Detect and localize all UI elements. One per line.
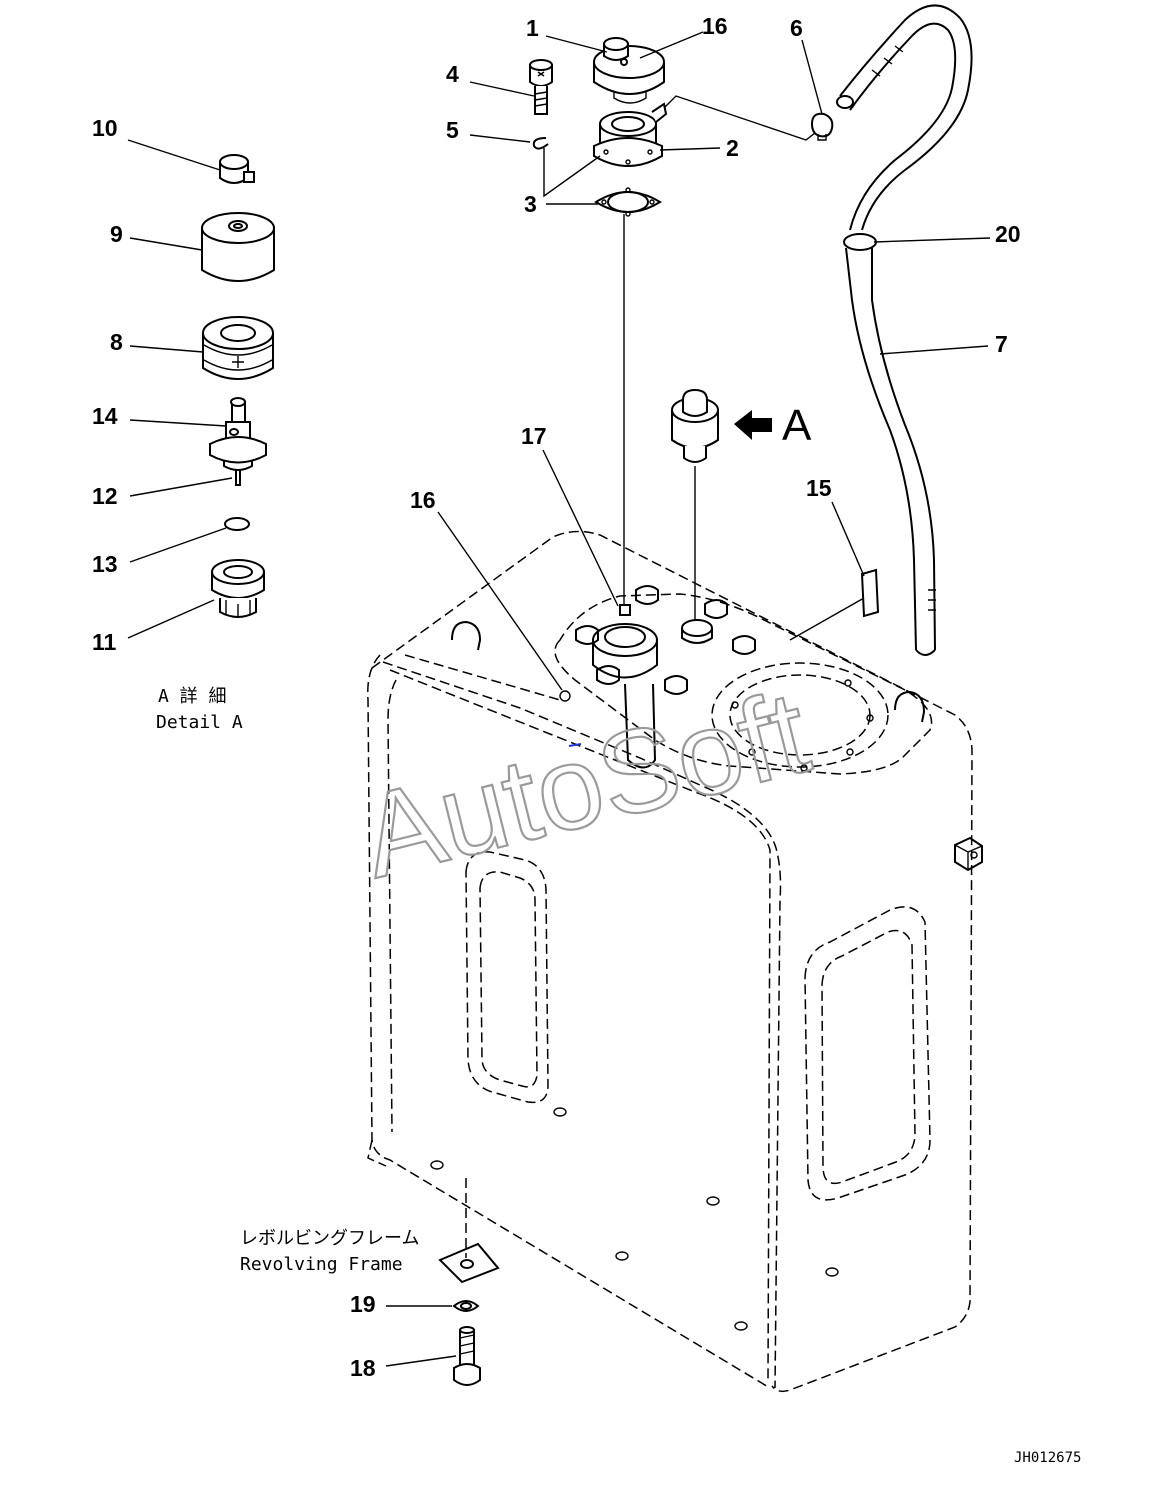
assembly-bracket-6: [663, 95, 825, 141]
part-1-filler-cap: [593, 37, 665, 104]
callout-20: 20: [995, 221, 1021, 247]
callout-14: 14: [92, 403, 118, 429]
part-detail-a-assembly: [671, 388, 719, 620]
part-13-oring: [224, 517, 250, 531]
callout-1: 1: [526, 15, 539, 41]
callout-19: 19: [350, 1291, 376, 1317]
callout-4: 4: [446, 61, 459, 87]
frame-caption-en: Revolving Frame: [240, 1254, 403, 1275]
hydraulic-tank: [367, 530, 983, 1393]
part-18-bolt: [453, 1326, 481, 1386]
detail-caption-jp: A 詳 細: [158, 686, 227, 707]
part-14-valve: [209, 397, 267, 486]
callout-6: 6: [790, 15, 803, 41]
callout-17: 17: [521, 423, 547, 449]
part-7-breather-hose: [836, 4, 973, 656]
callout-13: 13: [92, 551, 118, 577]
callout-8: 8: [110, 329, 123, 355]
frame-caption-jp: レボルビングフレーム: [240, 1228, 419, 1249]
callout-16-tank: 16: [410, 487, 436, 513]
callout-12: 12: [92, 483, 118, 509]
callout-10: 10: [92, 115, 118, 141]
part-10-cap: [219, 154, 255, 184]
part-5-washer: [532, 137, 549, 150]
part-4-bolt: [529, 59, 553, 115]
part-3-gasket: [594, 187, 662, 217]
callout-2: 2: [726, 135, 739, 161]
part-9-element: [201, 212, 275, 282]
revolving-frame-pad: [438, 1178, 500, 1284]
part-19-washer: [452, 1300, 480, 1312]
part-6-clamp: [810, 112, 834, 141]
drawing-code: JH012675: [1014, 1450, 1081, 1466]
callout-7: 7: [995, 331, 1008, 357]
view-marker-label: A: [782, 401, 812, 450]
view-arrow-icon: [734, 410, 772, 440]
callout-18: 18: [350, 1355, 376, 1381]
callout-11: 11: [92, 629, 117, 655]
callout-16-cap: 16: [702, 13, 728, 39]
callout-15: 15: [806, 475, 832, 501]
assembly-bracket-5: [543, 148, 601, 198]
part-8-filter: [202, 316, 274, 380]
callout-5: 5: [446, 117, 459, 143]
watermark: AutoSoft: [349, 666, 820, 904]
callout-3: 3: [524, 191, 537, 217]
part-11-fitting: [211, 559, 265, 618]
part-15-label-plate: [789, 568, 880, 641]
detail-caption-en: Detail A: [156, 712, 243, 733]
part-2-filler-neck: [593, 102, 668, 167]
leader-lines: [127, 31, 991, 1367]
callout-9: 9: [110, 221, 123, 247]
